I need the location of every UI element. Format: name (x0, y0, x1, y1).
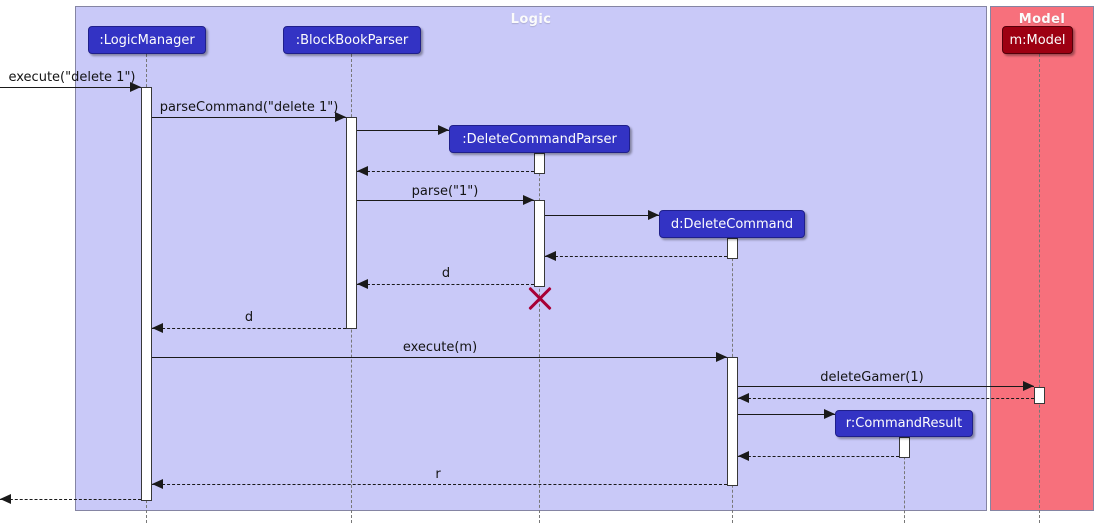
message-line (545, 256, 727, 257)
message-line (357, 171, 534, 172)
message-label: execute(m) (402, 340, 478, 355)
participant-box-delete-command-parser: :DeleteCommandParser (449, 125, 630, 153)
message-arrowhead-right (648, 210, 659, 220)
message-line (738, 386, 1034, 387)
message-line (357, 130, 449, 131)
activation-bar (346, 117, 357, 329)
message-label: d (244, 310, 254, 325)
activation-bar (534, 153, 545, 174)
message-arrowhead-left (357, 279, 368, 289)
lifeline-command-result (904, 437, 905, 523)
activation-bar (727, 357, 738, 486)
message-line (357, 200, 534, 201)
message-line (0, 499, 141, 500)
participant-box-logic-manager: :LogicManager (88, 26, 206, 54)
message-line (152, 357, 727, 358)
message-line (152, 117, 346, 118)
message-arrowhead-left (152, 479, 163, 489)
activation-bar (727, 238, 738, 259)
message-line (738, 414, 835, 415)
lifeline-delete-command-parser (539, 153, 540, 523)
message-line (357, 284, 534, 285)
message-line (0, 87, 141, 88)
participant-box-blockbook-parser: :BlockBookParser (283, 26, 421, 54)
message-arrowhead-left (152, 323, 163, 333)
message-label: parse("1") (411, 184, 479, 199)
message-arrowhead-left (0, 494, 11, 504)
lifeline-model (1039, 54, 1040, 523)
activation-bar (1034, 387, 1045, 404)
message-line (545, 215, 659, 216)
message-arrowhead-right (438, 125, 449, 135)
message-label: execute("delete 1") (8, 70, 136, 85)
message-label: parseCommand("delete 1") (159, 100, 339, 115)
message-label: r (435, 467, 441, 482)
message-arrowhead-right (130, 82, 141, 92)
message-label: d (441, 266, 451, 281)
message-line (152, 328, 346, 329)
message-arrowhead-left (738, 451, 749, 461)
message-arrowhead-left (545, 251, 556, 261)
activation-bar (899, 437, 910, 458)
message-arrowhead-left (357, 166, 368, 176)
activation-bar (141, 87, 152, 501)
message-arrowhead-left (738, 393, 749, 403)
message-label: deleteGamer(1) (820, 370, 924, 385)
frame-title-logic: Logic (510, 12, 552, 27)
message-line (738, 398, 1034, 399)
message-arrowhead-right (523, 195, 534, 205)
message-line (738, 456, 899, 457)
participant-box-command-result: r:CommandResult (835, 410, 973, 437)
participant-box-model: m:Model (1002, 26, 1073, 54)
frame-title-model: Model (1018, 12, 1066, 27)
frame-model: Model (990, 6, 1094, 511)
destroy-x-icon (527, 285, 553, 311)
participant-box-delete-command: d:DeleteCommand (659, 210, 805, 238)
message-arrowhead-right (824, 409, 835, 419)
message-arrowhead-right (716, 352, 727, 362)
message-line (152, 484, 727, 485)
message-arrowhead-right (335, 112, 346, 122)
message-arrowhead-right (1023, 381, 1034, 391)
activation-bar (534, 200, 545, 287)
